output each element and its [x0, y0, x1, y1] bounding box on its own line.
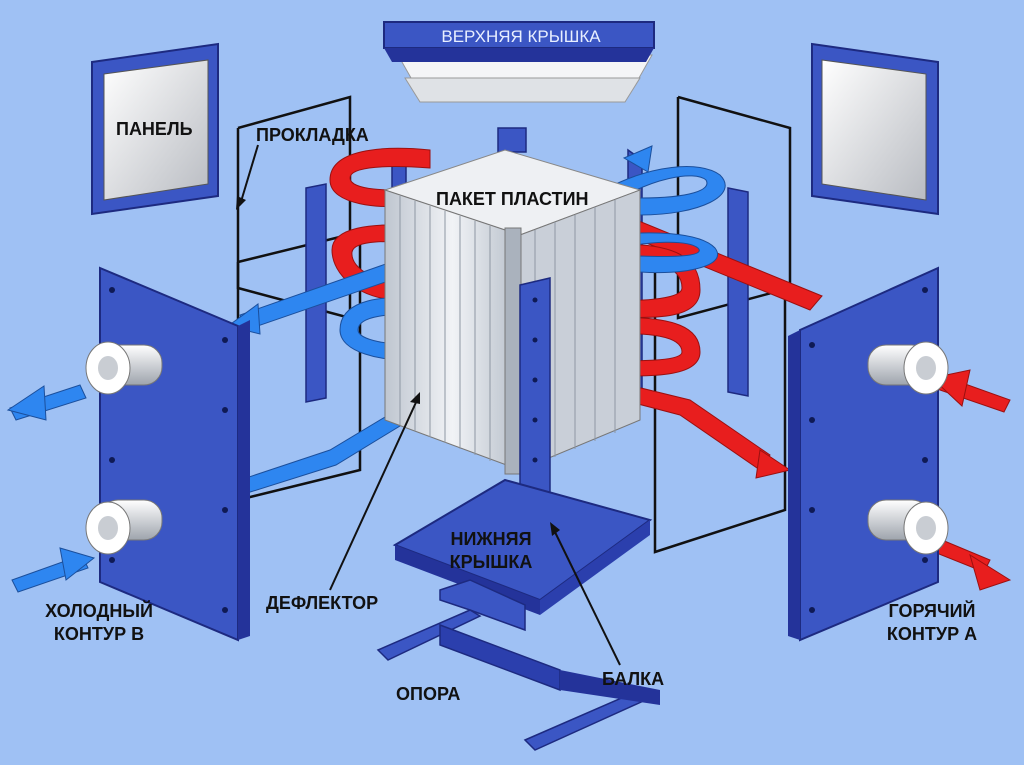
top-cover-label: ВЕРХНЯЯ КРЫШКА [441, 27, 601, 46]
gasket-leader [239, 144, 259, 206]
hot-circuit-label-line1: ГОРЯЧИЙ [888, 601, 976, 621]
cold-circuit-label-line2: КОНТУР В [53, 624, 145, 644]
bottom-cover [392, 478, 653, 632]
beam-leader [552, 527, 621, 666]
deflector-leader [329, 397, 419, 591]
panel-label: ПАНЕЛЬ [116, 119, 193, 139]
end-plate-right [788, 266, 949, 642]
bottom-cover-label-line1: НИЖНЯЯ [450, 529, 532, 549]
support-label: ОПОРА [396, 684, 461, 704]
cold-circuit-label-line1: ХОЛОДНЫЙ [45, 601, 153, 621]
bottom-cover-label-line2: КРЫШКА [449, 552, 533, 572]
plate-pack-label: ПАКЕТ ПЛАСТИН [436, 189, 589, 209]
deflector-label: ДЕФЛЕКТОР [266, 593, 379, 613]
beam-label: БАЛКА [602, 669, 665, 689]
panel-left [91, 42, 219, 216]
hot-circuit-label-line2: КОНТУР А [886, 624, 978, 644]
top-cover [383, 21, 655, 153]
end-plate-left [85, 266, 250, 642]
gasket-label: ПРОКЛАДКА [256, 125, 369, 145]
leader-lines [236, 144, 621, 666]
panel-right [811, 42, 939, 216]
support [376, 609, 660, 751]
